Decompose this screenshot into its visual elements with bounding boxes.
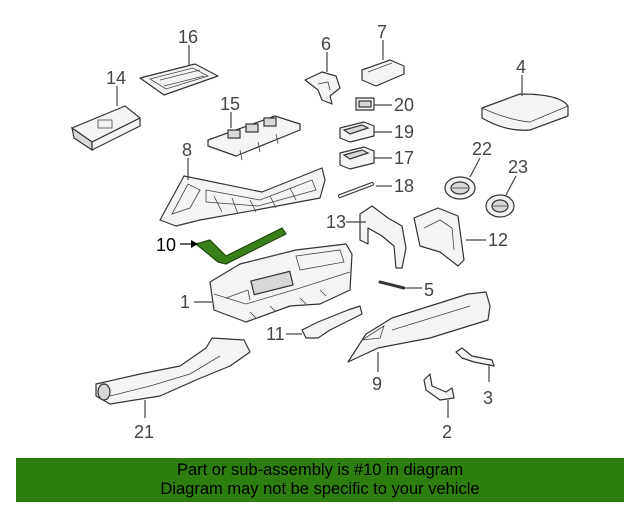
part-14-lid [71, 105, 141, 152]
part-23-vent [485, 194, 515, 218]
part-10-trim-strip [195, 227, 287, 265]
part-5-pin [378, 280, 406, 290]
callout-2: 2 [442, 422, 452, 442]
info-banner: Part or sub-assembly is #10 in diagram D… [16, 458, 624, 502]
callout-1: 1 [180, 292, 190, 312]
callout-5: 5 [424, 280, 434, 300]
callout-3: 3 [483, 388, 493, 408]
part-2-bracket [423, 373, 455, 401]
callout-15: 15 [220, 94, 240, 114]
part-19-switch [339, 121, 375, 143]
callout-18: 18 [394, 176, 414, 196]
leader-22 [469, 157, 481, 178]
callout-13: 13 [326, 212, 346, 232]
part-4-armrest [481, 93, 569, 131]
banner-line-2: Diagram may not be specific to your vehi… [160, 480, 480, 498]
leader-23 [505, 175, 517, 196]
part-17-switch [339, 146, 375, 170]
part-7-housing [361, 59, 405, 87]
part-16-tray-mat [139, 63, 219, 96]
part-1-console-body [209, 243, 353, 323]
callout-23: 23 [508, 157, 528, 177]
part-8-trim-frame [159, 167, 326, 227]
callout-4: 4 [516, 57, 526, 77]
banner-line-1: Part or sub-assembly is #10 in diagram [176, 461, 464, 479]
callout-14: 14 [106, 68, 126, 88]
part-22-vent [444, 176, 476, 200]
callout-21: 21 [134, 422, 154, 442]
callout-16: 16 [178, 27, 198, 47]
part-18-rod [338, 182, 374, 198]
callout-7: 7 [377, 22, 387, 42]
part-12-side-panel [413, 207, 465, 267]
part-21-air-duct [95, 337, 251, 405]
callout-6: 6 [321, 34, 331, 54]
part-11-lower-strip [301, 305, 363, 339]
callout-22: 22 [472, 139, 492, 159]
callout-10: 10 [156, 235, 176, 255]
parts-diagram: 16 14 6 7 20 4 15 [71, 22, 569, 442]
part-9-side-trim [347, 291, 491, 363]
callout-11: 11 [266, 324, 285, 344]
callout-20: 20 [394, 95, 414, 115]
callout-9: 9 [372, 374, 382, 394]
leader-10-arrow [191, 240, 198, 248]
part-20-switch [355, 97, 375, 111]
part-3-bracket [455, 347, 495, 367]
part-15-switch-panel [207, 115, 301, 161]
callout-12: 12 [488, 230, 508, 250]
part-6-bracket [304, 71, 341, 105]
callout-17: 17 [394, 148, 414, 168]
callout-8: 8 [182, 140, 192, 160]
part-13-bracket [359, 205, 407, 269]
callout-19: 19 [394, 122, 414, 142]
